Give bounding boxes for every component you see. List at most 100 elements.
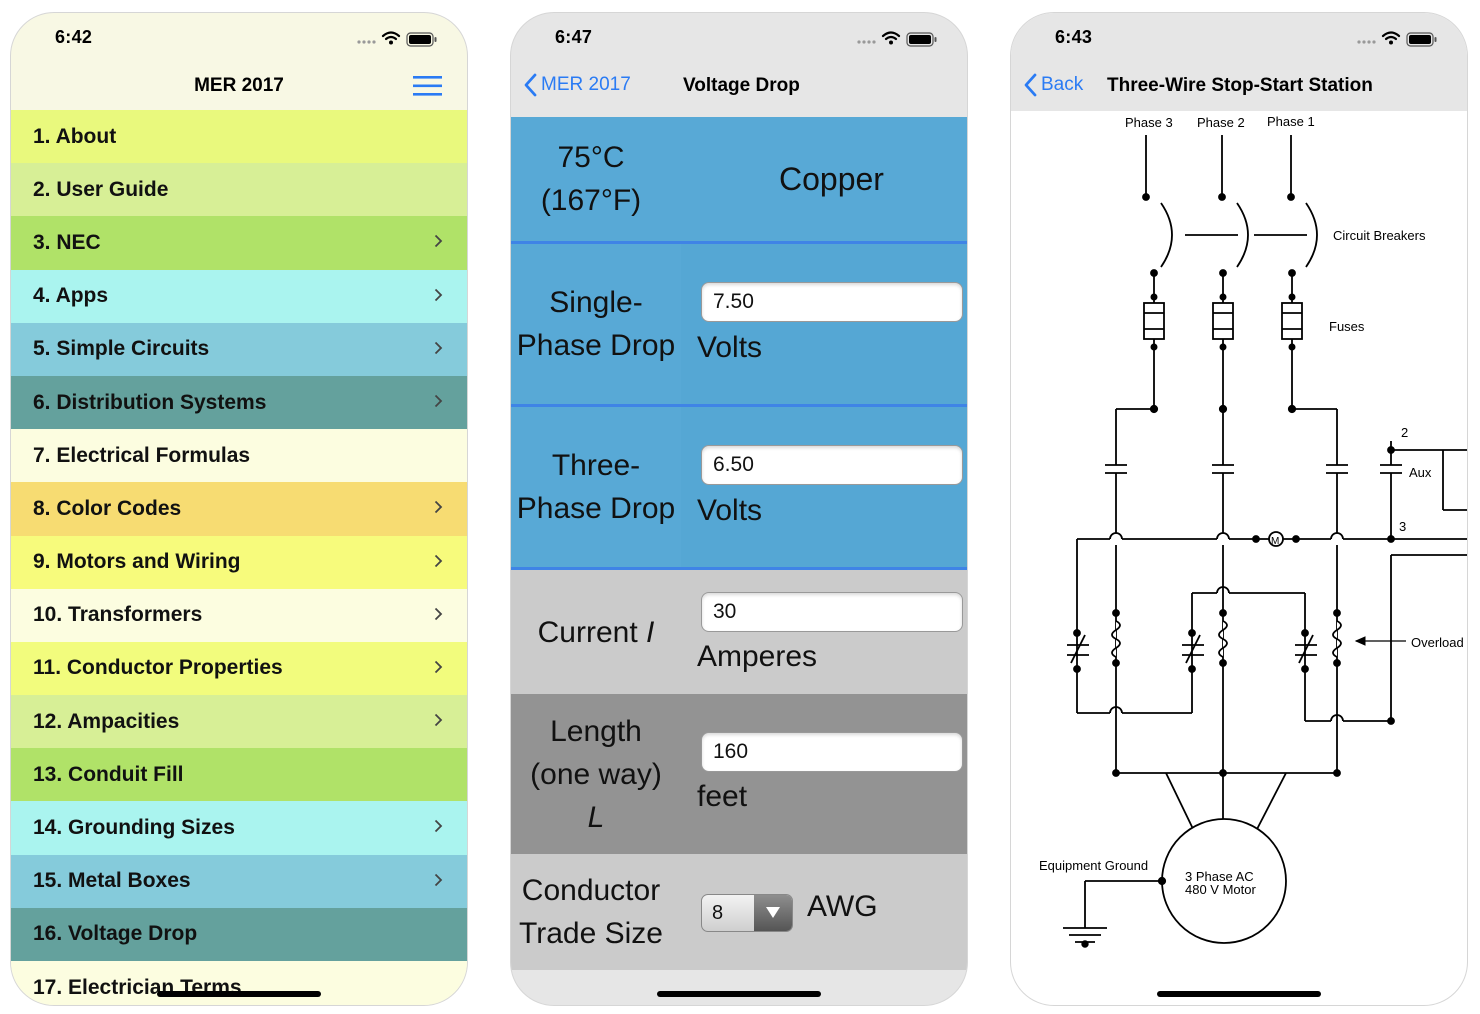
- menu-item-label: 5. Simple Circuits: [33, 337, 210, 361]
- menu-item-label: 8. Color Codes: [33, 496, 182, 520]
- three-phase-label: Three-Phase Drop: [516, 449, 676, 525]
- menu-item[interactable]: 14. Grounding Sizes: [11, 801, 467, 855]
- chevron-right-icon: [434, 288, 443, 301]
- dropdown-arrow-icon: [754, 895, 792, 931]
- menu-item-label: 11. Conductor Properties: [33, 656, 283, 680]
- contactor-lines: [1076, 404, 1467, 725]
- menu-item-label: 14. Grounding Sizes: [33, 816, 235, 840]
- back-button[interactable]: Back: [1023, 73, 1083, 97]
- menu-item[interactable]: 2. User Guide: [11, 163, 467, 217]
- menu-item[interactable]: 3. NEC: [11, 216, 467, 270]
- menu-item-label: 1. About: [33, 124, 117, 148]
- current-unit: Amperes: [697, 640, 818, 673]
- phone-wiring-diagram-screen: 6:43 Back Three-Wire Stop-Start Station …: [1010, 12, 1468, 1006]
- home-indicator: [1157, 991, 1321, 997]
- wifi-icon: [881, 31, 901, 41]
- single-phase-unit: Volts: [697, 331, 763, 364]
- status-time: 6:42: [55, 27, 93, 47]
- conductor-size-select[interactable]: 8: [701, 894, 793, 932]
- current-label-text: Current: [537, 615, 638, 649]
- menu-item[interactable]: 9. Motors and Wiring: [11, 535, 467, 589]
- temperature-rating: 75°C (167°F): [540, 141, 642, 217]
- back-label: Back: [1041, 74, 1084, 95]
- conductor-size-row: Conductor Trade Size 8 AWG: [511, 854, 967, 970]
- menu-item-label: 2. User Guide: [33, 177, 169, 201]
- menu-item[interactable]: 12. Ampacities: [11, 695, 467, 749]
- motor-contactor-symbol: M: [1271, 536, 1279, 547]
- menu-item[interactable]: 5. Simple Circuits: [11, 322, 467, 376]
- status-icons: [1357, 31, 1437, 47]
- menu-item[interactable]: 16. Voltage Drop: [11, 907, 467, 961]
- menu-item-label: 3. NEC: [33, 230, 101, 254]
- divider: [511, 567, 967, 570]
- menu-item[interactable]: 13. Conduit Fill: [11, 748, 467, 802]
- motor-symbol: [1063, 769, 1341, 948]
- menu-item[interactable]: 17. Electrician Terms: [11, 961, 467, 1005]
- hamburger-menu-icon[interactable]: [413, 76, 443, 96]
- three-phase-row: Three-Phase Drop 6.50 Volts: [511, 407, 967, 567]
- single-phase-drop-field[interactable]: 7.50: [701, 282, 963, 322]
- menu-item-label: 12. Ampacities: [33, 709, 180, 733]
- current-row: Current I 30 Amperes: [511, 570, 967, 694]
- fuses-symbol: [1143, 273, 1303, 409]
- status-icons: [857, 31, 937, 47]
- conductor-size-unit: AWG: [807, 890, 878, 923]
- navigation-bar: MER 2017: [11, 61, 467, 111]
- menu-item-label: 15. Metal Boxes: [33, 869, 191, 893]
- length-row: Length (one way) L 160 feet: [511, 694, 967, 854]
- battery-icon: [406, 32, 437, 47]
- length-field[interactable]: 160: [701, 732, 963, 772]
- divider: [511, 241, 967, 244]
- fuses-label: Fuses: [1329, 319, 1365, 334]
- menu-item[interactable]: 8. Color Codes: [11, 482, 467, 536]
- overload-label: Overload: [1411, 635, 1464, 650]
- status-icons: [357, 31, 437, 47]
- current-label: Current I: [511, 570, 681, 694]
- phase-lines: [1145, 135, 1292, 197]
- menu-item[interactable]: 1. About: [11, 110, 467, 164]
- wiring-diagram: Phase 3 Phase 2 Phase 1 Circuit Breakers: [1039, 114, 1467, 948]
- page-title: MER 2017: [194, 75, 284, 96]
- menu-item-label: 6. Distribution Systems: [33, 390, 267, 414]
- menu-item-label: 16. Voltage Drop: [33, 922, 198, 946]
- menu-item[interactable]: 11. Conductor Properties: [11, 641, 467, 696]
- menu-item[interactable]: 6. Distribution Systems: [11, 375, 467, 430]
- status-bar: 6:47: [511, 13, 967, 61]
- phase1-label: Phase 1: [1267, 114, 1315, 129]
- chevron-right-icon: [434, 394, 443, 408]
- current-field[interactable]: 30: [701, 592, 963, 632]
- circuit-breakers-symbol: [1142, 193, 1318, 277]
- cell-signal-icon: [1357, 40, 1376, 44]
- chevron-left-icon: [524, 73, 537, 97]
- chevron-right-icon: [434, 713, 443, 727]
- single-phase-row: Single-Phase Drop 7.50 Volts: [511, 244, 967, 404]
- divider: [511, 404, 967, 407]
- chevron-right-icon: [434, 554, 443, 567]
- menu-item[interactable]: 15. Metal Boxes: [11, 854, 467, 908]
- status-time: 6:47: [555, 27, 593, 47]
- length-label-text: Length (one way): [530, 714, 662, 791]
- chevron-left-icon: [1024, 73, 1037, 97]
- status-bar: 6:42: [11, 13, 467, 61]
- three-phase-drop-field[interactable]: 6.50: [701, 445, 963, 485]
- menu-item[interactable]: 7. Electrical Formulas: [11, 429, 467, 483]
- back-button[interactable]: MER 2017: [523, 73, 631, 97]
- cell-signal-icon: [357, 40, 376, 44]
- chevron-right-icon: [434, 341, 443, 354]
- overload-symbols: [1067, 545, 1406, 773]
- phone-menu-screen: 6:42 MER 2017 1. About 2. User Guide 3. NE…: [10, 12, 468, 1006]
- chevron-right-icon: [434, 235, 443, 248]
- menu-item[interactable]: 10. Transformers: [11, 588, 467, 642]
- battery-icon: [1406, 32, 1437, 47]
- material-header: 75°C (167°F) Copper: [511, 117, 967, 241]
- aux-label: Aux: [1409, 465, 1432, 480]
- menu-item-label: 10. Transformers: [33, 603, 203, 627]
- menu-item[interactable]: 4. Apps: [11, 269, 467, 323]
- chevron-right-icon: [434, 873, 443, 886]
- menu-item-label: 4. Apps: [33, 284, 109, 308]
- phone-voltage-drop-screen: 6:47 MER 2017 Voltage Drop 75°C (167°F) …: [510, 12, 968, 1006]
- length-label: Length (one way) L: [511, 694, 681, 854]
- chevron-right-icon: [434, 607, 443, 620]
- status-time: 6:43: [1055, 27, 1093, 47]
- wifi-icon: [1381, 31, 1401, 41]
